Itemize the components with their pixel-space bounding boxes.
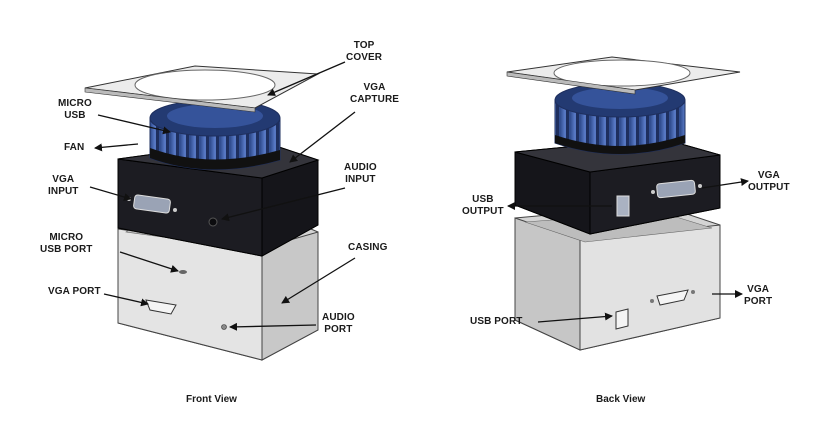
label-line: OUTPUT	[748, 182, 790, 194]
label-usb-port-back: USB PORT	[470, 316, 522, 328]
label-line: TOP	[346, 40, 382, 52]
arrow-fan	[95, 144, 138, 148]
label-line: USB PORT	[470, 316, 522, 328]
label-line: USB PORT	[40, 244, 92, 256]
label-vga-input: VGA INPUT	[48, 174, 79, 198]
label-line: AUDIO	[322, 312, 355, 324]
arrow-vga-capture	[290, 112, 355, 162]
front-view-caption: Front View	[186, 394, 237, 405]
label-line: AUDIO	[344, 162, 377, 174]
label-vga-port-back: VGA PORT	[744, 284, 772, 308]
label-line: CAPTURE	[350, 94, 399, 106]
label-micro-usb-port: MICRO USB PORT	[40, 232, 92, 256]
label-line: USB	[58, 110, 92, 122]
label-vga-capture: VGA CAPTURE	[350, 82, 399, 106]
label-line: MICRO	[40, 232, 92, 244]
label-line: COVER	[346, 52, 382, 64]
label-vga-output: VGA OUTPUT	[748, 170, 790, 194]
label-line: PORT	[744, 296, 772, 308]
label-audio-port: AUDIO PORT	[322, 312, 355, 336]
label-line: OUTPUT	[462, 206, 504, 218]
label-casing: CASING	[348, 242, 388, 254]
label-line: MICRO	[58, 98, 92, 110]
label-vga-port-front: VGA PORT	[48, 286, 101, 298]
label-line: VGA	[744, 284, 772, 296]
label-line: VGA	[48, 174, 79, 186]
label-line: PORT	[322, 324, 355, 336]
back-view-assembly	[507, 57, 740, 350]
label-top-cover: TOP COVER	[346, 40, 382, 64]
back-view-caption: Back View	[596, 394, 645, 405]
label-line: CASING	[348, 242, 388, 254]
front-fan	[150, 100, 280, 170]
back-top-cover	[507, 57, 740, 94]
label-micro-usb: MICRO USB	[58, 98, 92, 122]
label-line: VGA PORT	[48, 286, 101, 298]
label-line: VGA	[350, 82, 399, 94]
label-usb-output: USB OUTPUT	[462, 194, 504, 218]
front-view-assembly	[85, 66, 318, 360]
label-fan: FAN	[64, 142, 84, 154]
label-line: INPUT	[344, 174, 377, 186]
label-line: VGA	[748, 170, 790, 182]
label-line: INPUT	[48, 186, 79, 198]
label-line: USB	[462, 194, 504, 206]
label-audio-input: AUDIO INPUT	[344, 162, 377, 186]
back-fan	[555, 83, 685, 154]
label-line: FAN	[64, 142, 84, 154]
